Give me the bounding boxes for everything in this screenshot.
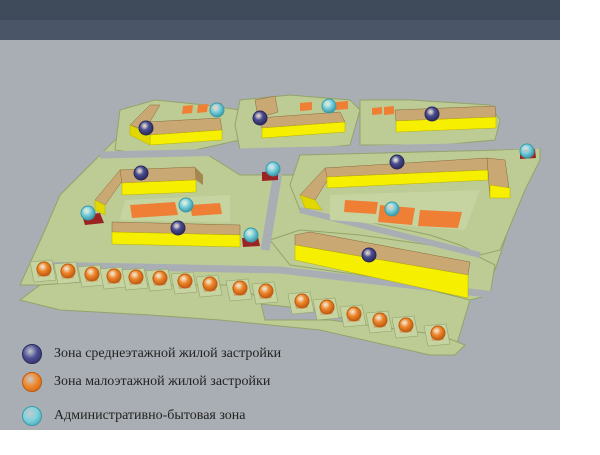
zone-marker-low_rise xyxy=(398,317,414,333)
low-rise-block-n6 xyxy=(372,107,382,115)
building-mid-rise-1 xyxy=(129,104,223,146)
zone-marker-low_rise xyxy=(346,306,362,322)
zone-marker-admin xyxy=(265,161,281,177)
legend-item-mid-rise: Зона среднеэтажной жилой застройки xyxy=(22,342,281,366)
zone-marker-mid_rise xyxy=(138,120,154,136)
low-rise-block-n7 xyxy=(384,106,394,115)
zone-marker-low_rise xyxy=(36,261,52,277)
zone-marker-low_rise xyxy=(319,299,335,315)
legend-item-low-rise: Зона малоэтажной жилой застройки xyxy=(22,370,270,394)
zone-marker-low_rise xyxy=(258,283,274,299)
legend-item-admin: Административно-бытовая зона xyxy=(22,404,246,428)
low-rise-courtyard-e1 xyxy=(344,200,378,214)
zone-marker-mid_rise xyxy=(133,165,149,181)
low-rise-courtyard-w1 xyxy=(130,202,178,218)
top-band-highlight xyxy=(0,20,560,40)
low-rise-block-n4 xyxy=(300,102,312,111)
zone-marker-admin xyxy=(80,205,96,221)
legend-label-admin: Административно-бытовая зона xyxy=(54,408,246,423)
zone-marker-mid_rise xyxy=(389,154,405,170)
zone-marker-low_rise xyxy=(430,325,446,341)
zone-marker-low_rise xyxy=(152,270,168,286)
low-rise-block-n1 xyxy=(182,105,193,114)
low-rise-block-n2 xyxy=(197,104,208,113)
building-mid-rise-6 xyxy=(299,157,511,211)
legend-label-mid-rise: Зона среднеэтажной жилой застройки xyxy=(54,346,282,361)
road-north xyxy=(99,141,541,159)
zone-marker-admin xyxy=(209,102,225,118)
zone-marker-low_rise xyxy=(60,263,76,279)
zone-marker-icon xyxy=(22,372,42,392)
bottom-margin xyxy=(0,430,600,450)
zone-marker-low_rise xyxy=(372,312,388,328)
zone-markers xyxy=(36,98,535,341)
zone-marker-low_rise xyxy=(177,273,193,289)
zone-marker-low_rise xyxy=(232,280,248,296)
zone-marker-low_rise xyxy=(294,293,310,309)
zone-marker-low_rise xyxy=(202,276,218,292)
zone-marker-low_rise xyxy=(84,266,100,282)
zone-marker-mid_rise xyxy=(424,106,440,122)
zone-marker-low_rise xyxy=(106,268,122,284)
zone-marker-icon xyxy=(22,406,42,426)
legend-label-low-rise: Зона малоэтажной жилой застройки xyxy=(54,374,271,389)
zone-marker-mid_rise xyxy=(170,220,186,236)
low-rise-courtyard-e3 xyxy=(418,210,462,228)
zone-marker-admin xyxy=(384,201,400,217)
zone-marker-mid_rise xyxy=(252,110,268,126)
right-margin xyxy=(560,0,600,450)
zone-marker-admin xyxy=(243,227,259,243)
low-rise-courtyard-w2 xyxy=(190,203,222,216)
building-mid-rise-3 xyxy=(394,105,497,133)
zone-marker-icon xyxy=(22,344,42,364)
zone-marker-mid_rise xyxy=(361,247,377,263)
zone-marker-admin xyxy=(321,98,337,114)
zone-marker-admin xyxy=(178,197,194,213)
zone-marker-admin xyxy=(519,143,535,159)
zone-marker-low_rise xyxy=(128,269,144,285)
low-rise-block-n5 xyxy=(336,101,348,110)
building-mid-rise-7 xyxy=(294,231,471,299)
